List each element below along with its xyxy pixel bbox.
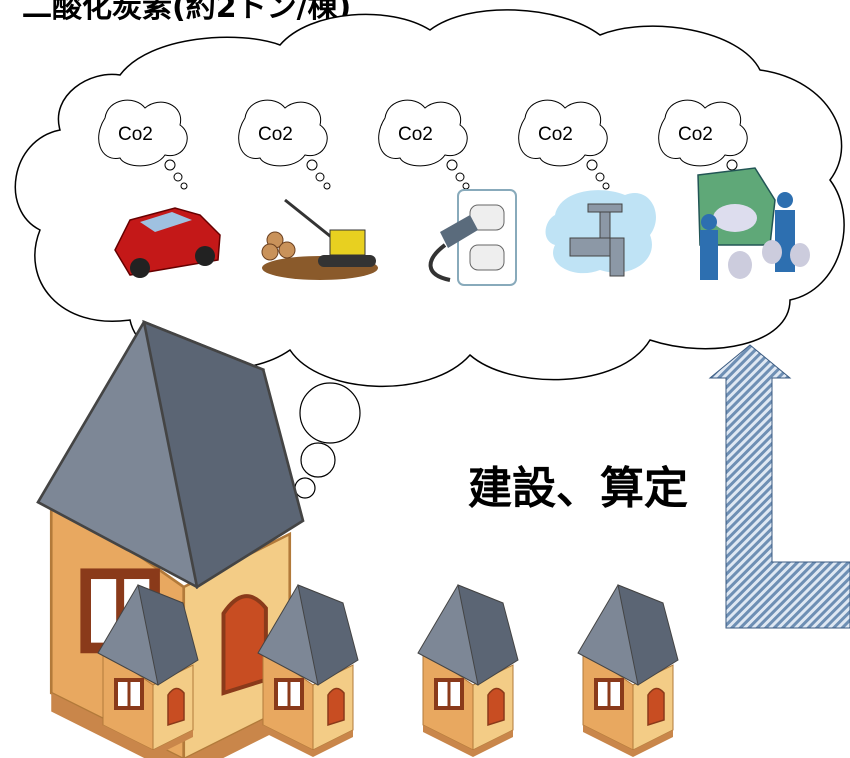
co2-label: Co2 <box>538 124 573 145</box>
co2-bubble-garbage: Co2 <box>658 99 750 190</box>
logging-machine-icon <box>261 198 378 280</box>
house-icon <box>576 583 680 758</box>
up-arrow-icon <box>708 344 850 629</box>
house-thought-trail <box>294 382 361 499</box>
co2-label: Co2 <box>258 124 293 145</box>
co2-label: Co2 <box>678 124 713 145</box>
electric-plug-icon <box>428 189 517 286</box>
car-icon <box>114 207 221 278</box>
diagram-title: 二酸化炭素(約2トン/棟) <box>22 0 352 25</box>
co2-label: Co2 <box>118 124 153 145</box>
co2-bubble-electricity: Co2 <box>378 99 470 190</box>
co2-label: Co2 <box>398 124 433 145</box>
co2-bubble-logging: Co2 <box>238 99 331 190</box>
thought-cloud <box>14 9 845 388</box>
co2-bubble-car: Co2 <box>98 99 188 190</box>
garbage-truck-icon <box>697 167 810 280</box>
house-icon <box>416 583 520 758</box>
water-faucet-icon <box>545 190 656 277</box>
construction-calculation-label: 建設、算定 <box>468 463 688 514</box>
co2-bubble-water: Co2 <box>518 99 610 190</box>
